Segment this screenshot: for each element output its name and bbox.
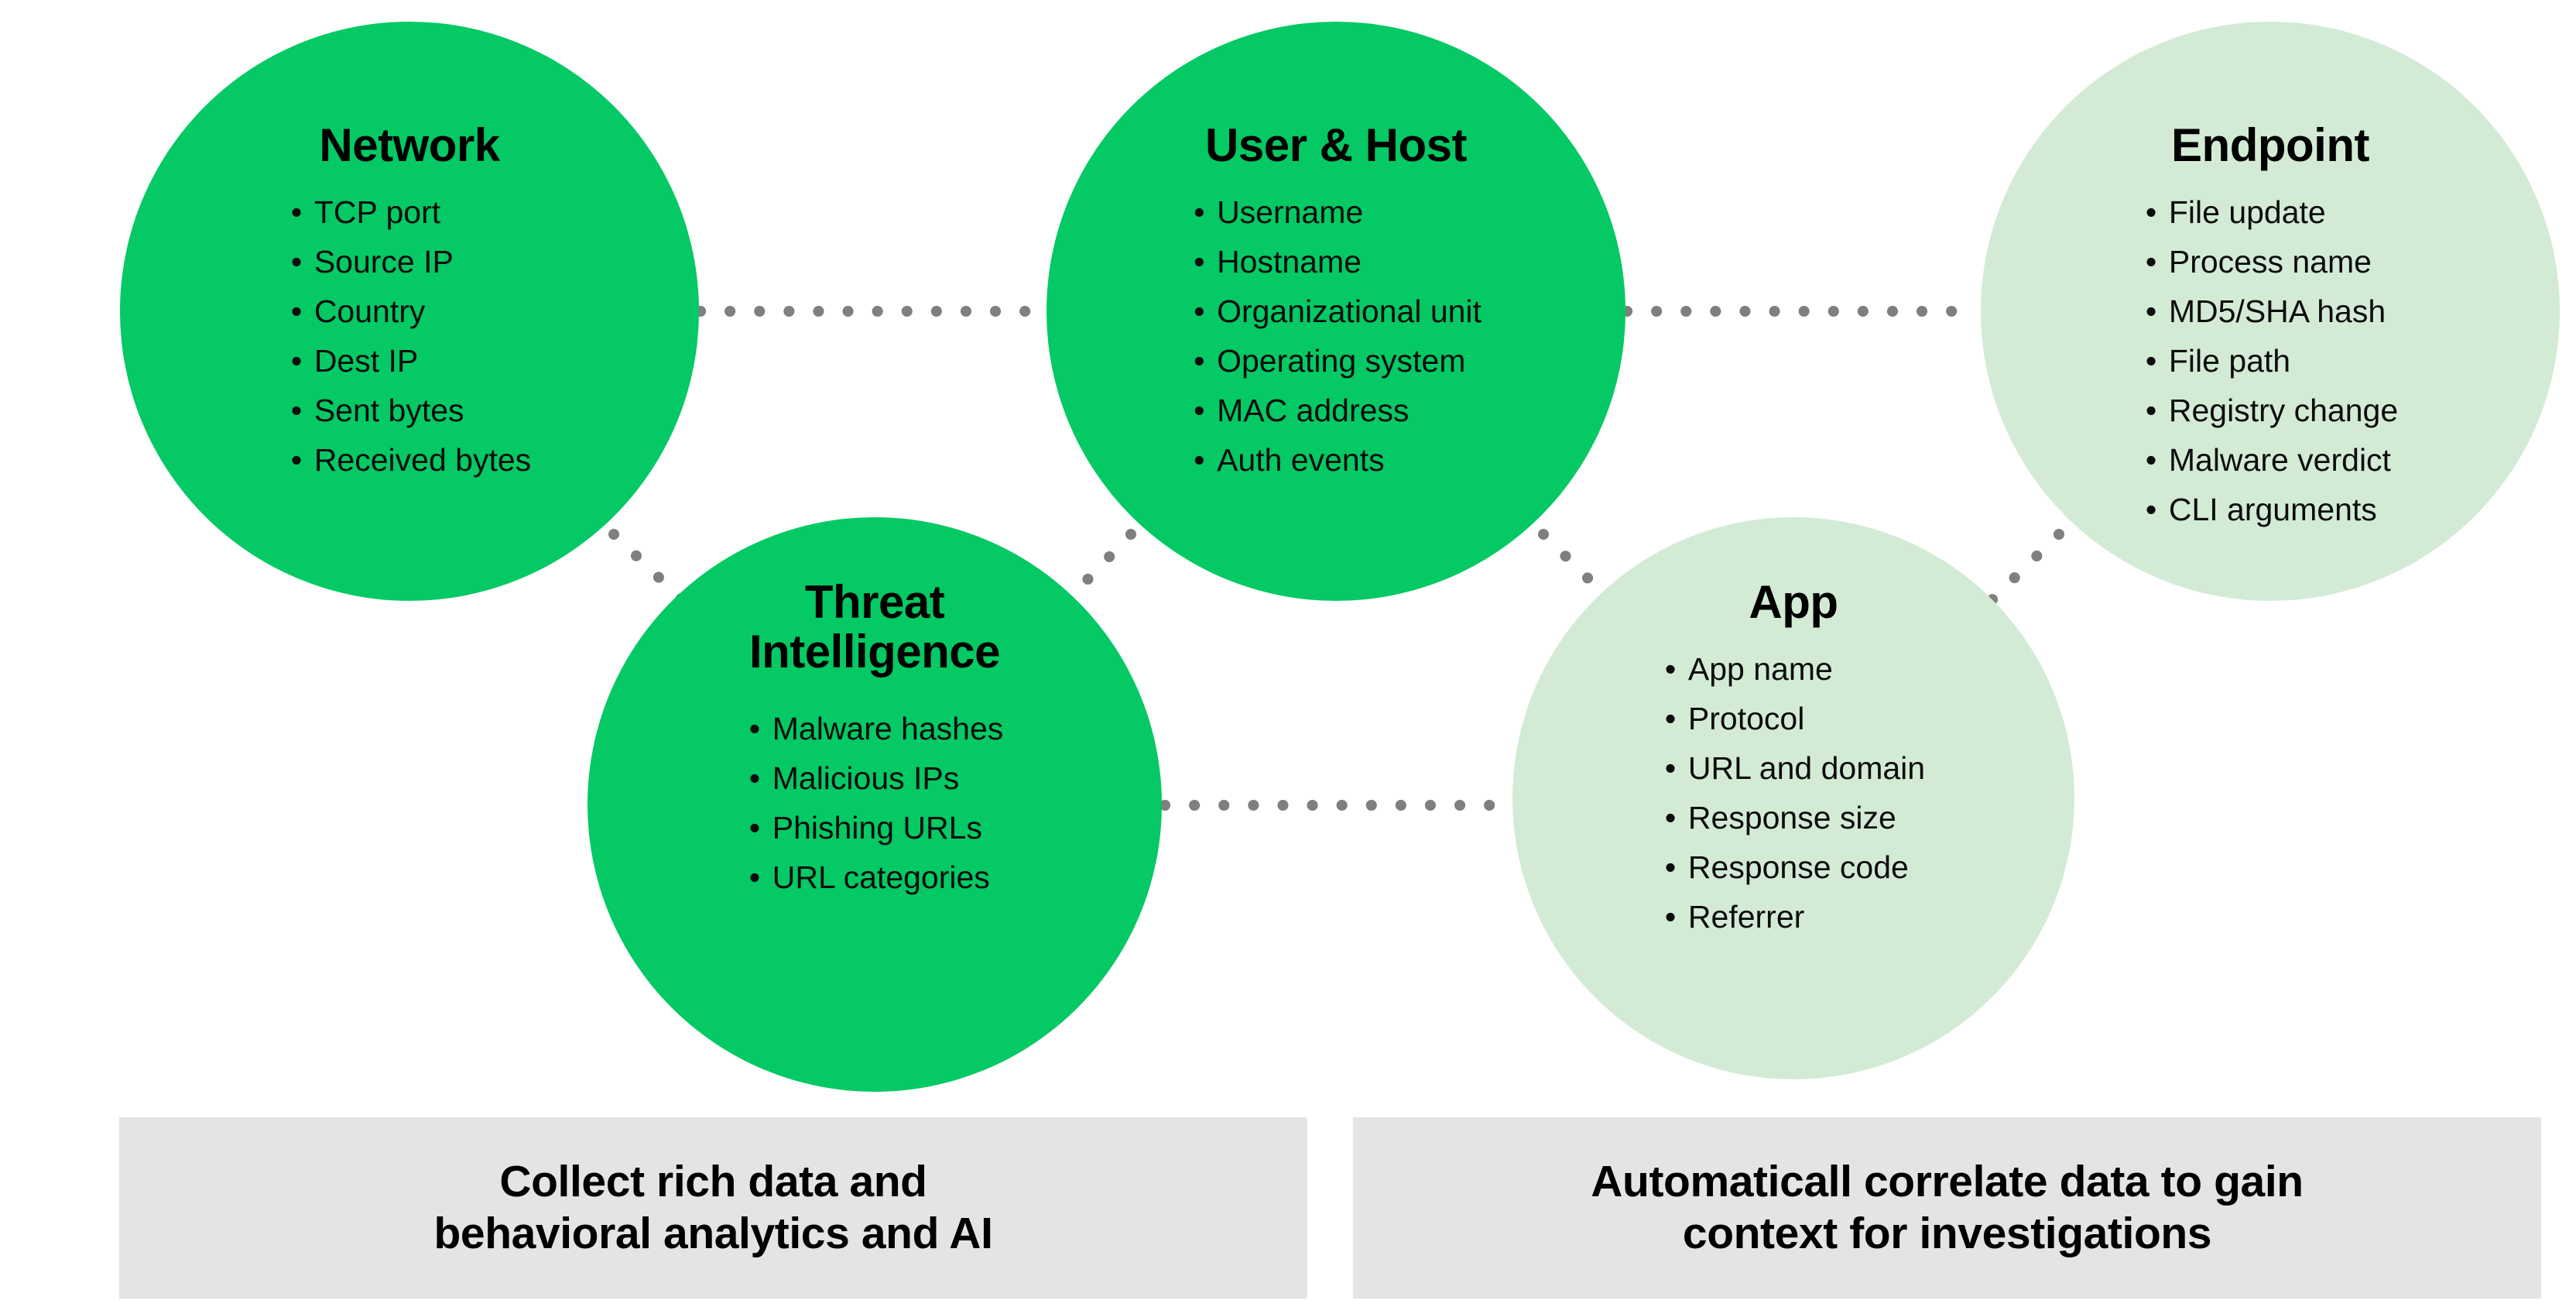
node-endpoint-attribute-list: File update Process name MD5/SHA hash Fi… <box>2143 187 2398 534</box>
list-item: Received bytes <box>288 435 531 485</box>
list-item: Response code <box>1662 842 1925 892</box>
node-app-title: App <box>1749 576 1838 628</box>
banner-left-text: Collect rich data and behavioral analyti… <box>433 1156 993 1258</box>
list-item: URL and domain <box>1662 743 1925 793</box>
list-item: Auth events <box>1190 435 1482 485</box>
banner-right-text: Automaticall correlate data to gain cont… <box>1591 1156 2304 1258</box>
node-threat-intelligence-title: Threat Intelligence <box>748 576 1001 678</box>
list-item: Response size <box>1662 793 1925 842</box>
list-item: Source IP <box>288 237 531 286</box>
list-item: File path <box>2143 336 2398 386</box>
node-network-attribute-list: TCP port Source IP Country Dest IP Sent … <box>288 187 531 485</box>
list-item: Username <box>1190 187 1482 237</box>
list-item: Protocol <box>1662 694 1925 743</box>
node-app[interactable]: App App name Protocol URL and domain Res… <box>1512 517 2074 1079</box>
list-item: Hostname <box>1190 237 1482 286</box>
list-item: Malware hashes <box>746 704 1004 753</box>
list-item: Country <box>288 286 531 336</box>
list-item: Sent bytes <box>288 386 531 435</box>
list-item: MD5/SHA hash <box>2143 286 2398 336</box>
node-threat-intelligence[interactable]: Threat Intelligence Malware hashes Malic… <box>587 517 1162 1092</box>
node-user-host-attribute-list: Username Hostname Organizational unit Op… <box>1190 187 1482 485</box>
node-threat-intelligence-attribute-list: Malware hashes Malicious IPs Phishing UR… <box>746 704 1004 902</box>
node-user-host[interactable]: User & Host Username Hostname Organizati… <box>1046 22 1625 601</box>
list-item: CLI arguments <box>2143 485 2398 534</box>
node-endpoint[interactable]: Endpoint File update Process name MD5/SH… <box>1981 22 2560 601</box>
list-item: MAC address <box>1190 386 1482 435</box>
list-item: Registry change <box>2143 386 2398 435</box>
list-item: URL categories <box>746 852 1004 902</box>
list-item: TCP port <box>288 187 531 237</box>
list-item: Operating system <box>1190 336 1482 386</box>
list-item: App name <box>1662 644 1925 694</box>
list-item: Referrer <box>1662 892 1925 942</box>
list-item: Dest IP <box>288 336 531 386</box>
node-network[interactable]: Network TCP port Source IP Country Dest … <box>120 22 699 601</box>
list-item: File update <box>2143 187 2398 237</box>
node-network-title: Network <box>319 119 500 171</box>
node-app-attribute-list: App name Protocol URL and domain Respons… <box>1662 644 1925 942</box>
list-item: Process name <box>2143 237 2398 286</box>
list-item: Phishing URLs <box>746 803 1004 852</box>
node-endpoint-title: Endpoint <box>2171 119 2369 171</box>
list-item: Organizational unit <box>1190 286 1482 336</box>
banner-correlate-data: Automaticall correlate data to gain cont… <box>1353 1117 2541 1298</box>
banner-collect-rich-data: Collect rich data and behavioral analyti… <box>119 1117 1307 1298</box>
list-item: Malicious IPs <box>746 753 1004 803</box>
node-user-host-title: User & Host <box>1205 119 1467 171</box>
list-item: Malware verdict <box>2143 435 2398 485</box>
